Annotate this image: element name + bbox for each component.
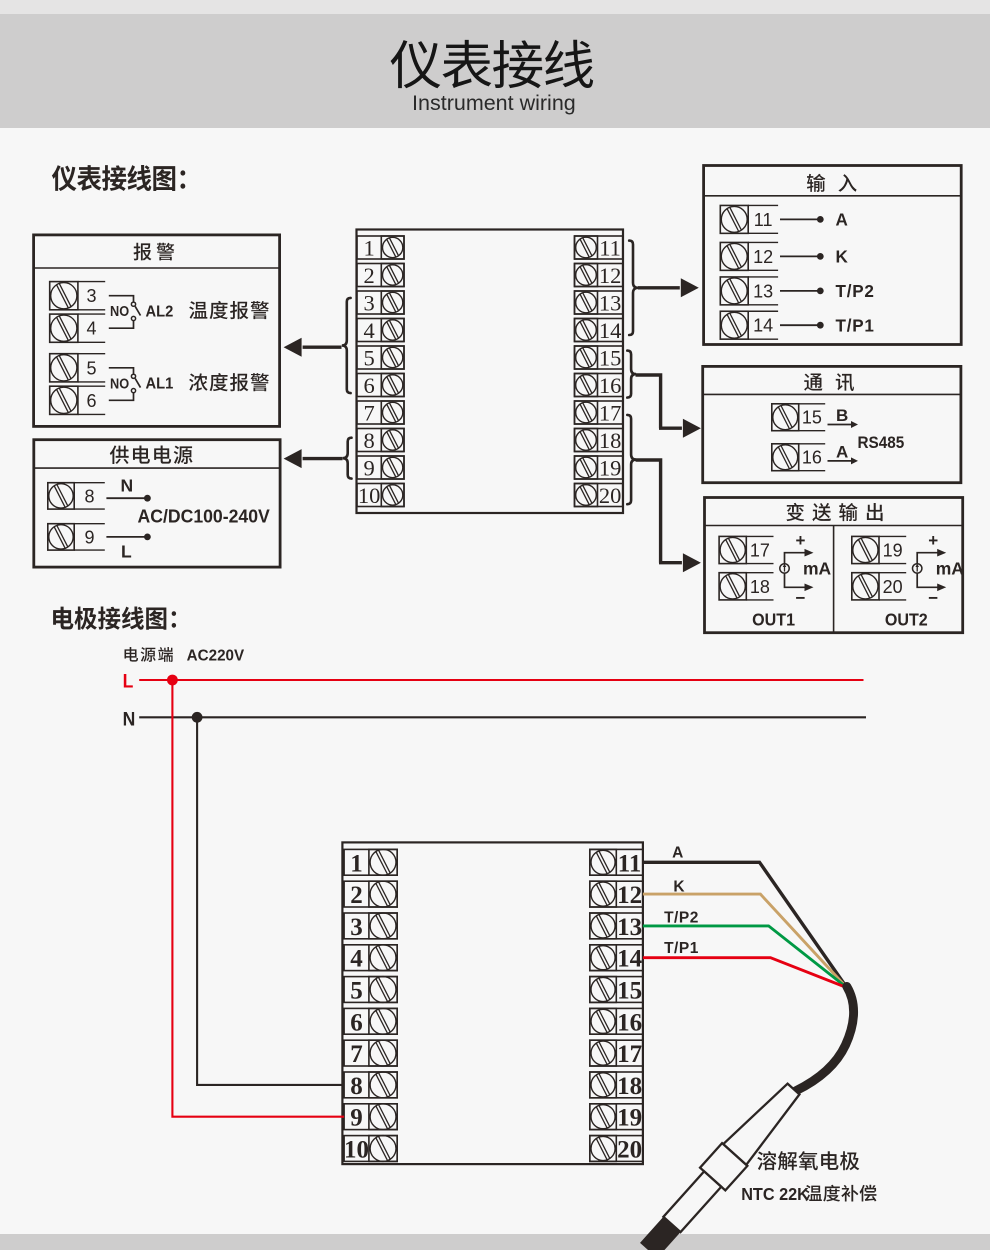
- svg-text:19: 19: [599, 456, 622, 481]
- svg-text:7: 7: [364, 401, 375, 426]
- svg-text:OUT1: OUT1: [752, 610, 795, 630]
- svg-text:L: L: [121, 542, 132, 562]
- svg-text:15: 15: [617, 978, 642, 1005]
- svg-text:5: 5: [350, 978, 363, 1005]
- svg-text:19: 19: [883, 540, 903, 560]
- svg-text:20: 20: [617, 1137, 642, 1164]
- svg-text:15: 15: [599, 346, 622, 371]
- svg-text:T/P1: T/P1: [836, 315, 875, 336]
- svg-text:5: 5: [364, 346, 375, 371]
- svg-text:AC/DC100-240V: AC/DC100-240V: [138, 506, 270, 526]
- svg-text:4: 4: [87, 319, 97, 339]
- svg-text:NO: NO: [110, 376, 129, 392]
- svg-text:T/P2: T/P2: [664, 910, 699, 927]
- svg-text:−: −: [928, 589, 938, 608]
- svg-text:T/P2: T/P2: [836, 281, 875, 302]
- svg-text:2: 2: [364, 263, 375, 288]
- svg-text:N: N: [123, 707, 136, 729]
- svg-text:13: 13: [599, 291, 622, 316]
- svg-text:mA: mA: [936, 559, 965, 579]
- svg-text:6: 6: [350, 1009, 363, 1036]
- svg-text:AL1: AL1: [146, 375, 174, 392]
- svg-text:3: 3: [87, 286, 97, 306]
- svg-text:20: 20: [883, 577, 903, 597]
- svg-text:9: 9: [364, 456, 375, 481]
- svg-text:19: 19: [617, 1105, 642, 1132]
- svg-text:10: 10: [344, 1137, 369, 1164]
- svg-text:OUT2: OUT2: [885, 610, 928, 630]
- svg-text:RS485: RS485: [858, 433, 905, 452]
- svg-text:16: 16: [802, 448, 822, 468]
- svg-text:13: 13: [617, 914, 642, 941]
- svg-text:14: 14: [617, 946, 643, 973]
- svg-text:4: 4: [350, 946, 363, 973]
- svg-text:15: 15: [802, 408, 822, 428]
- svg-text:Instrument wiring: Instrument wiring: [412, 91, 576, 115]
- svg-text:18: 18: [617, 1073, 642, 1100]
- svg-text:+: +: [796, 531, 806, 550]
- svg-text:T/P1: T/P1: [664, 940, 699, 957]
- svg-text:12: 12: [599, 263, 622, 288]
- svg-text:12: 12: [753, 247, 773, 267]
- svg-text:1: 1: [350, 850, 363, 877]
- svg-text:10: 10: [358, 483, 381, 508]
- svg-text:K: K: [836, 246, 849, 267]
- svg-text:6: 6: [364, 373, 375, 398]
- svg-text:13: 13: [753, 281, 773, 301]
- svg-text:11: 11: [599, 236, 621, 261]
- svg-text:14: 14: [599, 318, 622, 343]
- svg-text:A: A: [672, 845, 683, 862]
- svg-text:5: 5: [87, 358, 97, 378]
- svg-text:+: +: [928, 531, 938, 550]
- svg-text:1: 1: [364, 236, 375, 261]
- svg-text:8: 8: [84, 486, 94, 506]
- svg-text:17: 17: [617, 1041, 642, 1068]
- svg-text:20: 20: [599, 483, 622, 508]
- svg-text:11: 11: [618, 850, 642, 877]
- svg-text:17: 17: [750, 540, 770, 560]
- svg-text:7: 7: [350, 1041, 363, 1068]
- svg-text:18: 18: [750, 577, 770, 597]
- svg-text:A: A: [836, 209, 849, 230]
- svg-text:3: 3: [364, 291, 375, 316]
- svg-text:B: B: [836, 406, 848, 425]
- svg-text:8: 8: [350, 1073, 363, 1100]
- svg-text:NTC 22K: NTC 22K: [741, 1184, 810, 1204]
- svg-text:mA: mA: [803, 559, 832, 579]
- svg-text:2: 2: [350, 882, 363, 909]
- svg-text:K: K: [673, 879, 685, 896]
- svg-text:8: 8: [364, 428, 375, 453]
- svg-text:17: 17: [599, 401, 622, 426]
- svg-text:A: A: [836, 443, 848, 462]
- svg-text:4: 4: [364, 318, 375, 343]
- svg-text:N: N: [121, 476, 134, 496]
- svg-text:AC220V: AC220V: [187, 647, 245, 664]
- svg-text:AL2: AL2: [146, 303, 174, 320]
- svg-text:3: 3: [350, 914, 363, 941]
- svg-text:11: 11: [754, 210, 773, 230]
- svg-text:NO: NO: [110, 303, 129, 319]
- svg-text:L: L: [123, 669, 134, 691]
- svg-text:6: 6: [87, 391, 97, 411]
- svg-text:12: 12: [617, 882, 642, 909]
- svg-text:9: 9: [350, 1105, 363, 1132]
- svg-text:18: 18: [599, 428, 622, 453]
- svg-text:−: −: [796, 589, 806, 608]
- svg-text:16: 16: [599, 373, 622, 398]
- svg-text:16: 16: [617, 1009, 642, 1036]
- svg-text:9: 9: [84, 527, 94, 547]
- svg-text:14: 14: [753, 316, 773, 336]
